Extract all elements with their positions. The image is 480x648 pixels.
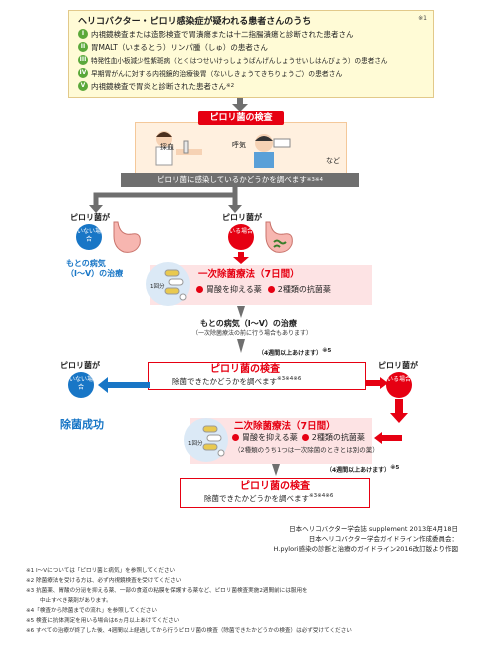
- first-drug2: 2種類の抗菌薬: [277, 285, 331, 294]
- criteria-footnote: ※2: [226, 83, 235, 89]
- second-dose-label: 1回分: [188, 441, 203, 447]
- third-exam-check: 除菌できたかどうかを調べます※3※4※6: [204, 493, 333, 504]
- numeral-badge: III: [78, 55, 88, 65]
- footnote: ※2 除菌療法を受ける方は、必ず内視鏡検査を受けてください: [26, 578, 182, 584]
- second-exam-box: [148, 362, 366, 390]
- second-exam-check-note: ※3※4※6: [277, 376, 302, 382]
- second-wait-note: ※5: [390, 465, 400, 471]
- second-drug1: 胃酸を抑える薬: [242, 433, 298, 442]
- down-arrow-icon: [232, 98, 248, 112]
- source-line: H.pylori感染の診断と治療のガイドライン2016改訂版より作図: [273, 545, 459, 553]
- branch1-left-head: ピロリ菌が: [70, 213, 110, 222]
- right-arrow-icon: [366, 377, 388, 389]
- exam-title: ピロリ菌の検査: [198, 111, 284, 125]
- first-drug1: 胃酸を抑える薬: [206, 285, 262, 294]
- second-wait-text: （4週間以上あけます）: [326, 467, 391, 474]
- first-disease-treatment: もとの病気（I〜V）の治療: [200, 319, 297, 328]
- left-arrow-icon: [98, 377, 150, 393]
- second-wait: （4週間以上あけます）※5: [326, 465, 399, 474]
- numeral-badge: I: [78, 29, 88, 39]
- first-wait-note: ※5: [322, 348, 332, 354]
- first-eradication-title: 一次除菌療法（7日間）: [198, 269, 300, 280]
- other-test-label: など: [326, 157, 340, 165]
- stomach-icon: [113, 221, 141, 253]
- exam2-right-head: ピロリ菌が: [378, 361, 418, 370]
- first-wait-text: （4週間以上あけます）: [258, 350, 323, 357]
- bullet-icon: [267, 286, 275, 293]
- criteria-text: 特発性血小板減少性紫斑病（とくはつせいけっしょうばんげんしょうせいしはんびょう）…: [91, 57, 388, 65]
- footnote: ※5 検査に抗体測定を用いる場合は6ヵ月以上あけてください: [26, 618, 180, 624]
- second-exam-check: 除菌できたかどうかを調べます※3※4※6: [172, 376, 301, 387]
- pill-icon: [202, 425, 225, 457]
- footnote: ※3 抗菌薬、胃酸の分泌を抑える薬、一部の食道の粘膜を保護する薬など、ピロリ菌検…: [26, 588, 308, 594]
- blood-test-label: 採血: [160, 143, 174, 151]
- numeral-badge: IV: [78, 68, 88, 78]
- third-exam-check-note: ※3※4※6: [309, 493, 334, 499]
- down-arrow-icon: [237, 339, 245, 353]
- first-dose-label: 1回分: [150, 284, 165, 290]
- criteria-note: ※1: [418, 15, 427, 22]
- check-text: ピロリ菌に感染しているかどうかを調べます: [157, 175, 307, 184]
- left-arrow-icon: [374, 432, 402, 444]
- footnote: ※4「検査から除菌までの流れ」を参照してください: [26, 608, 157, 614]
- eradication-success: 除菌成功: [60, 418, 104, 431]
- bullet-icon: [301, 434, 309, 441]
- second-drug2: 2種類の抗菌薬: [311, 433, 365, 442]
- bullet-icon: [232, 434, 239, 441]
- bullet-icon: [196, 286, 203, 293]
- exam2-right-badge: いる場合: [386, 372, 412, 398]
- infected-stomach-icon: [265, 221, 293, 253]
- second-drug-list: 胃酸を抑える薬 2種類の抗菌薬: [232, 432, 365, 443]
- branch1-right-head: ピロリ菌が: [222, 213, 262, 222]
- criteria-text: 内視鏡検査で胃炎と診断された患者さん: [91, 81, 226, 91]
- source-line: 日本ヘリコバクター学会誌 supplement 2013年4月18日: [289, 525, 458, 533]
- second-exam-title: ピロリ菌の検査: [210, 364, 280, 375]
- numeral-badge: II: [78, 42, 88, 52]
- exam-illustration-box: 採血 呼気 など: [135, 122, 347, 178]
- criteria-text: 胃MALT（いまるとう）リンパ腫（しゅ）の患者さん: [91, 42, 268, 52]
- blood-test-illustration: [155, 131, 202, 166]
- footnote: 中止すべき薬剤があります。: [40, 598, 112, 604]
- third-exam-box: [180, 478, 370, 508]
- exam2-left-badge: いない場合: [68, 372, 94, 398]
- check-note: ※3※4: [306, 177, 323, 183]
- footnotes: ※1 I〜Vについては「ピロリ菌と病気」を参照してください ※2 除菌療法を受け…: [26, 566, 352, 636]
- breath-test-illustration: [254, 134, 291, 168]
- first-drug-list: 胃酸を抑える薬 2種類の抗菌薬: [196, 284, 331, 295]
- infection-check-bar: ピロリ菌に感染しているかどうかを調べます※3※4: [121, 173, 359, 187]
- red-down-arrow-icon: [233, 252, 249, 264]
- breath-test-label: 呼気: [232, 141, 246, 149]
- first-wait: （4週間以上あけます）※5: [258, 348, 331, 357]
- footnote: ※1 I〜Vについては「ピロリ菌と病気」を参照してください: [26, 568, 176, 574]
- third-exam-title: ピロリ菌の検査: [240, 481, 310, 492]
- second-exam-check-text: 除菌できたかどうかを調べます: [172, 377, 277, 386]
- pill-icon: [164, 269, 187, 301]
- source-line: 日本ヘリコバクター学会ガイドライン作成委員会：: [308, 535, 458, 543]
- numeral-badge: V: [78, 81, 88, 91]
- branch-connector: [89, 187, 242, 213]
- footnote: ※6 すべての治療が終了した後、4週間以上経過してから行うピロリ菌の検査（除菌で…: [26, 628, 352, 634]
- red-down-arrow-icon: [390, 399, 408, 423]
- exam2-left-head: ピロリ菌が: [60, 361, 100, 370]
- branch1-right-badge: いる場合: [228, 224, 254, 250]
- first-disease-note: （一次除菌療法の前に行う場合もあります）: [192, 330, 313, 337]
- branch1-left-badge: いない場合: [76, 224, 102, 250]
- branch1-left-result1: もとの病気: [66, 259, 106, 268]
- criteria-text: 早期胃がんに対する内視鏡的治療後胃（ないしきょうてきちりょうご）の患者さん: [91, 70, 343, 78]
- second-drug-note: （2種類のうち1つは一次除菌のときとは別の薬）: [234, 446, 379, 454]
- second-eradication-title: 二次除菌療法（7日間）: [234, 421, 336, 432]
- down-arrow-icon: [272, 464, 280, 476]
- third-exam-check-text: 除菌できたかどうかを調べます: [204, 494, 309, 503]
- criteria-text: 内視鏡検査または造影検査で胃潰瘍または十二指腸潰瘍と診断された患者さん: [91, 29, 354, 39]
- criteria-title: ヘリコバクター・ピロリ感染症が疑われる患者さんのうち: [78, 17, 312, 27]
- branch1-left-result2: （I〜V）の治療: [66, 269, 124, 278]
- down-arrow-icon: [237, 306, 245, 318]
- source-citation: 日本ヘリコバクター学会誌 supplement 2013年4月18日 日本ヘリコ…: [274, 524, 459, 554]
